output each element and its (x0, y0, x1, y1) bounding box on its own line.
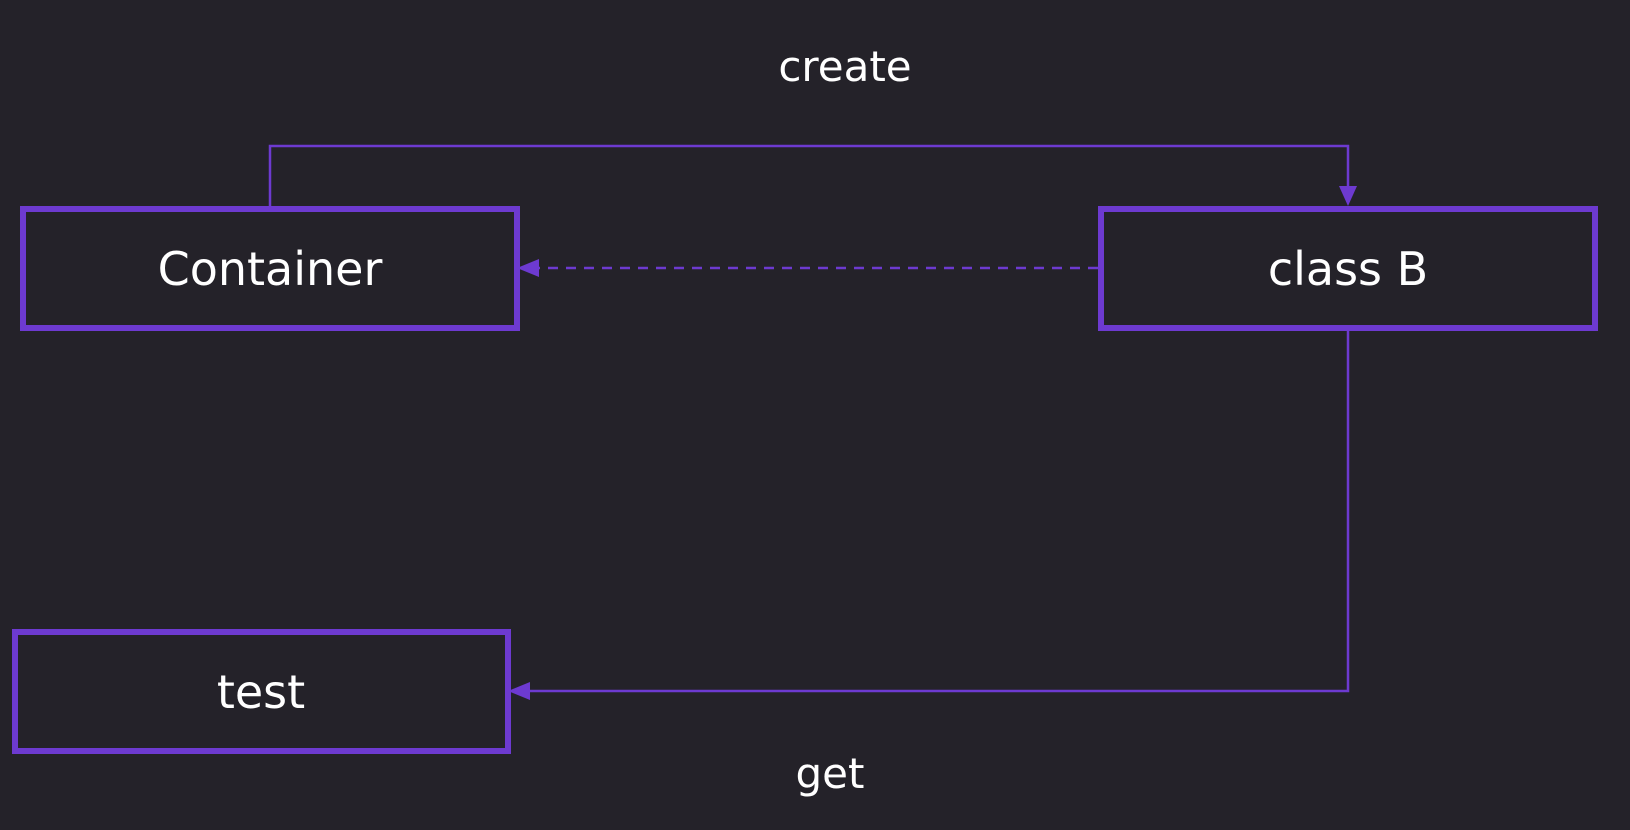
edge-create-line (268, 144, 1350, 207)
edge-reference-arrowhead (517, 259, 539, 277)
node-class-b[interactable]: class B (1098, 206, 1598, 331)
node-class-b-box[interactable] (1098, 206, 1598, 331)
edge-get-label: get (796, 749, 865, 798)
edge-get-arrowhead (508, 682, 530, 700)
node-container-label: Container (158, 242, 383, 296)
edge-create-label: create (778, 42, 911, 91)
node-container-box[interactable] (20, 206, 520, 331)
node-test[interactable]: test (12, 629, 511, 754)
node-test-box[interactable] (12, 629, 511, 754)
node-class-b-label: class B (1268, 242, 1428, 296)
node-container[interactable]: Container (20, 206, 520, 331)
node-test-label: test (217, 665, 305, 719)
edge-get: get (508, 331, 1350, 798)
edge-create-arrowhead (1339, 186, 1357, 206)
edge-get-line (530, 331, 1350, 693)
edge-create: create (268, 42, 1357, 207)
edge-reference (517, 259, 1098, 277)
